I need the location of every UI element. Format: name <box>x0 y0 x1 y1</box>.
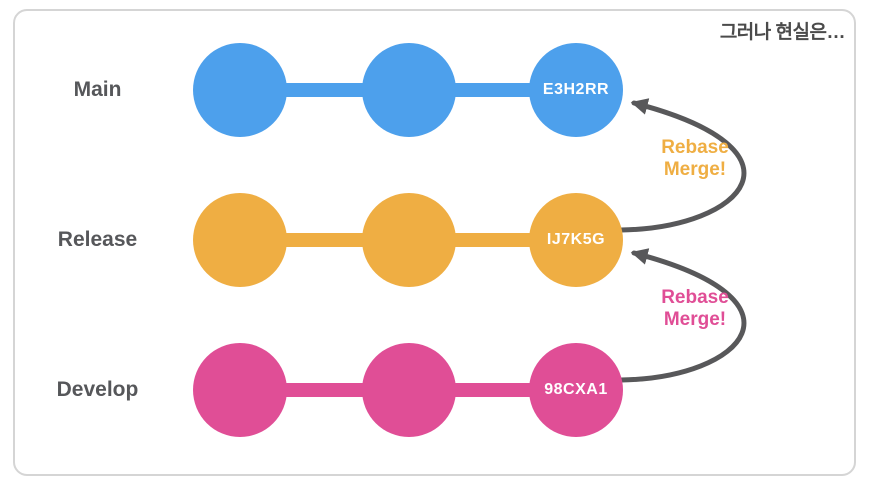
commit-node <box>362 343 456 437</box>
commit-node-develop-head: 98CXA1 <box>529 343 623 437</box>
commit-node <box>193 343 287 437</box>
commit-node-release-head: IJ7K5G <box>529 193 623 287</box>
commit-node-main-head: E3H2RR <box>529 43 623 137</box>
commit-node <box>362 193 456 287</box>
commit-node <box>193 193 287 287</box>
commit-hash-label: E3H2RR <box>542 81 610 98</box>
annotation-line: Merge! <box>663 309 727 330</box>
commit-hash-label: 98CXA1 <box>544 381 608 398</box>
branch-label-develop: Develop <box>56 378 139 401</box>
caption-text: 그러나 현실은… <box>719 22 846 43</box>
branch-label-main: Main <box>73 78 122 101</box>
branch-label-release: Release <box>57 228 138 251</box>
commit-hash-label: IJ7K5G <box>546 231 606 248</box>
rebase-merge-annotation-develop-to-release: Rebase Merge! <box>640 287 750 331</box>
rebase-merge-annotation-release-to-main: Rebase Merge! <box>640 137 750 181</box>
commit-node <box>193 43 287 137</box>
commit-node <box>362 43 456 137</box>
annotation-line: Rebase <box>661 137 729 158</box>
annotation-line: Merge! <box>663 159 727 180</box>
annotation-line: Rebase <box>661 287 729 308</box>
